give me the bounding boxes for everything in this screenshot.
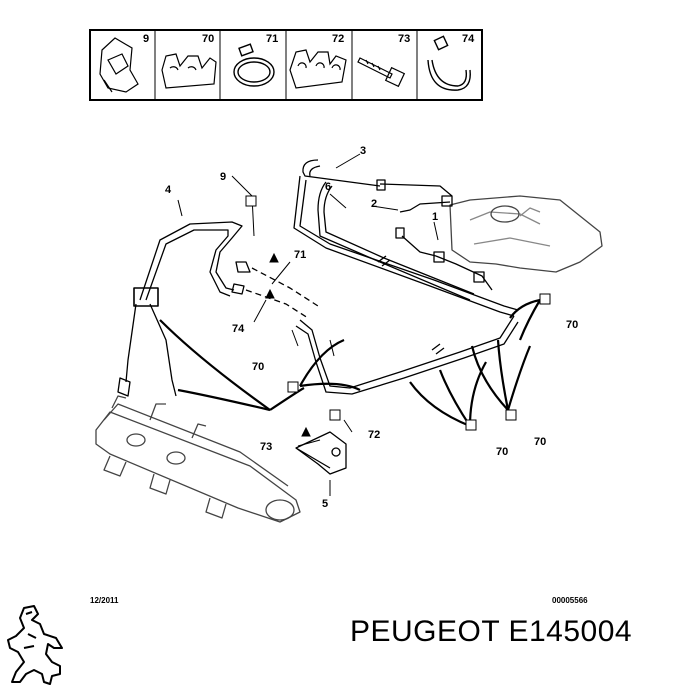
bracket-5: [295, 431, 347, 475]
legend-number-72: 72: [332, 33, 344, 45]
legend-number-71: 71: [266, 33, 278, 45]
hose-clamp-icon: [233, 43, 275, 87]
legend-number-70: 70: [202, 33, 214, 45]
callout-70-lower-right: 70: [534, 436, 546, 448]
parts-legend: [89, 29, 483, 101]
legend-number-9: 9: [143, 33, 149, 45]
fuel-lines: [95, 159, 603, 523]
callout-2: 2: [371, 198, 377, 210]
clip-callout-lines: [159, 298, 541, 428]
clip-icon: [99, 37, 139, 93]
callout-73: 73: [260, 441, 272, 453]
band-clamp-icon: [427, 35, 471, 91]
callout-72: 72: [368, 429, 380, 441]
diagram-date: 12/2011: [90, 596, 119, 605]
callout-71: 71: [294, 249, 306, 261]
fuel-filter-housing: [449, 195, 603, 273]
multi-clip-icon: [289, 49, 347, 89]
leader-lines: [177, 153, 439, 496]
callout-1: 1: [432, 211, 438, 223]
fuel-rail: [95, 395, 301, 523]
double-clip-icon: [161, 53, 217, 89]
callout-5: 5: [322, 498, 328, 510]
peugeot-lion-logo-icon: [7, 605, 63, 685]
callout-74: 74: [232, 323, 245, 335]
callout-70-left: 70: [252, 361, 264, 373]
callout-6: 6: [325, 181, 331, 193]
legend-number-73: 73: [398, 33, 410, 45]
callout-9: 9: [220, 171, 226, 183]
legend-number-74: 74: [462, 33, 475, 45]
diagram-reference: 00005566: [552, 596, 588, 605]
callout-4: 4: [165, 184, 172, 196]
callout-70-right: 70: [566, 319, 578, 331]
callout-markers: [245, 195, 551, 437]
brand-part-number: PEUGEOT E145004: [350, 615, 633, 648]
callout-70-bottom: 70: [496, 446, 508, 458]
callout-3: 3: [360, 145, 366, 157]
bolt-icon: [357, 57, 406, 88]
